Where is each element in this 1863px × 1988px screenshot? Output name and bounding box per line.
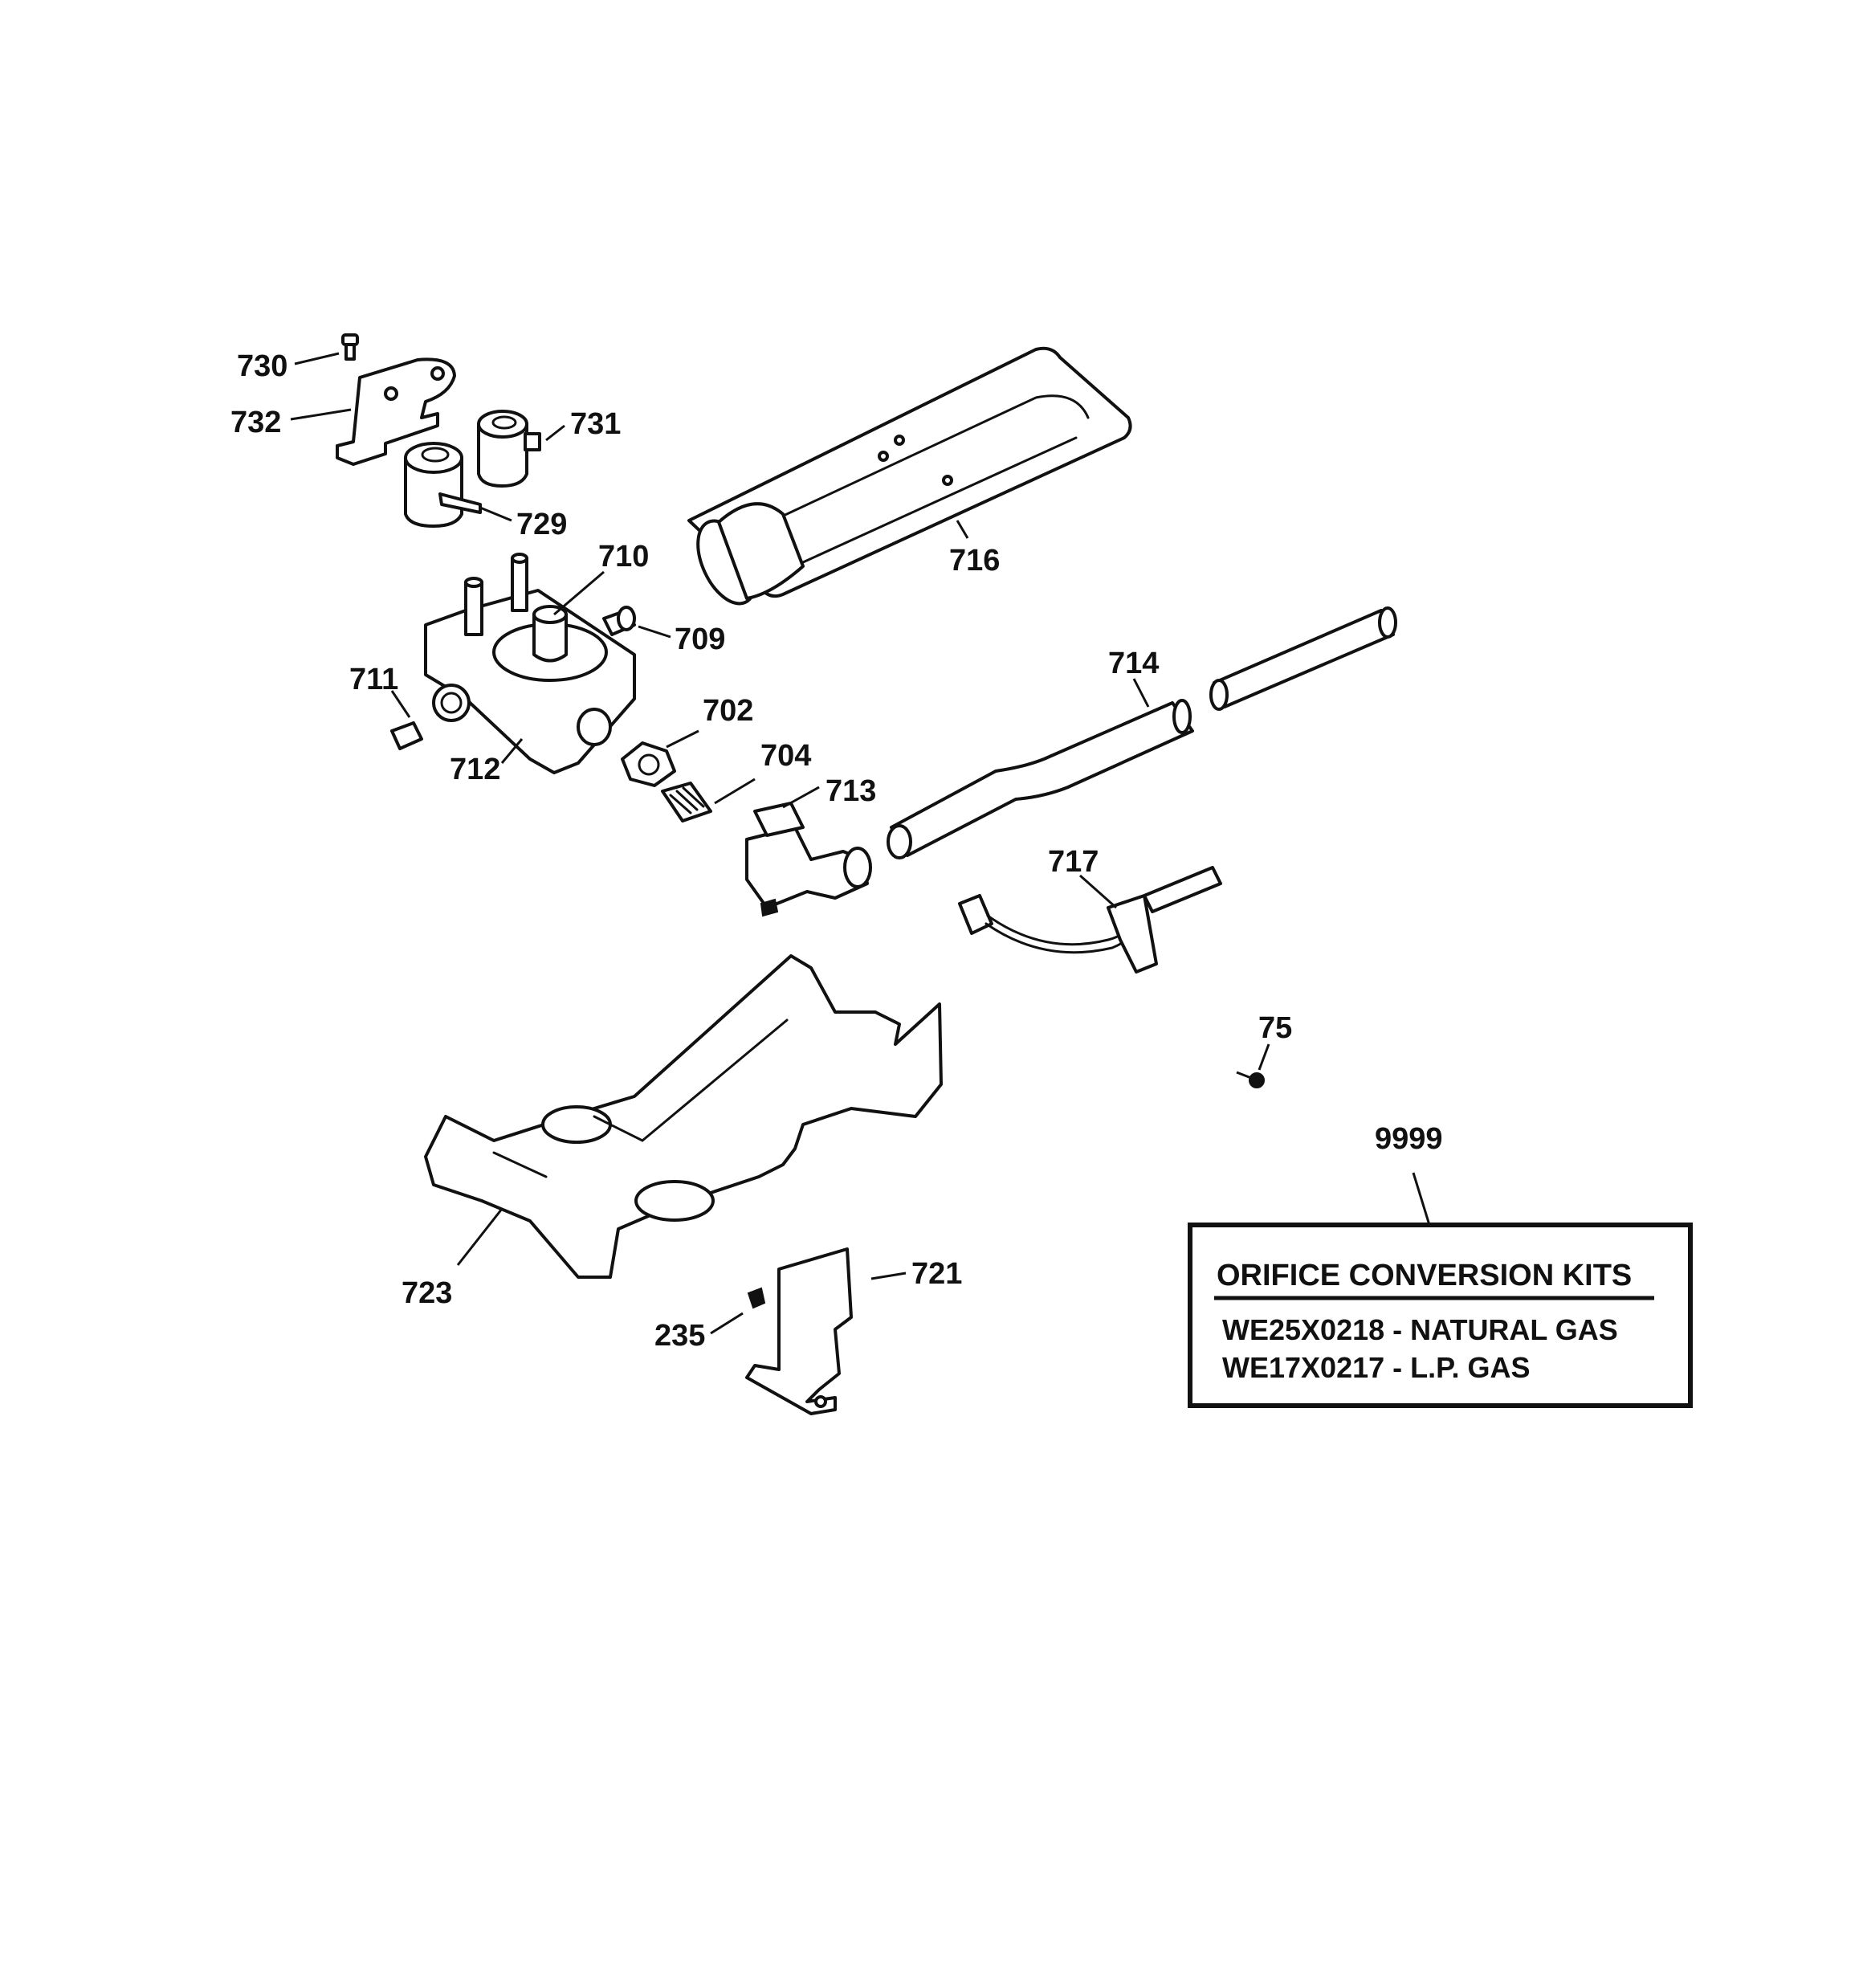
part-714-gas-pipe (887, 606, 1397, 859)
part-730-screw (294, 333, 359, 365)
label-75: 75 (1258, 1011, 1292, 1045)
part-732-bracket (290, 357, 456, 466)
part-729-coil (404, 442, 512, 528)
part-235-screw (710, 1287, 766, 1335)
part-711-plug (390, 690, 423, 750)
label-704: 704 (760, 739, 811, 773)
part-709-orifice (602, 606, 671, 639)
label-709: 709 (675, 623, 725, 656)
part-731-coil (477, 410, 565, 488)
kit-lp-gas: WE17X0217 - L.P. GAS (1222, 1351, 1531, 1384)
part-704-fitting (661, 778, 756, 823)
part-labels: 730 732 731 729 710 709 716 711 712 702 … (230, 349, 1443, 1353)
label-712: 712 (450, 753, 500, 786)
kit-natural-gas: WE25X0218 - NATURAL GAS (1222, 1313, 1618, 1346)
label-235: 235 (654, 1319, 705, 1353)
label-721: 721 (911, 1257, 962, 1291)
part-713-shutoff-valve (745, 786, 872, 917)
kit-box-title: ORIFICE CONVERSION KITS (1217, 1259, 1632, 1292)
label-732: 732 (230, 406, 281, 439)
label-717: 717 (1048, 845, 1099, 879)
label-9999: 9999 (1375, 1122, 1443, 1156)
part-723-base-plate (424, 954, 943, 1279)
part-712-valve-body (432, 684, 612, 764)
label-729: 729 (516, 508, 567, 541)
part-702-nut (621, 729, 699, 787)
label-702: 702 (703, 694, 753, 728)
part-721-bracket (745, 1247, 907, 1415)
label-711: 711 (349, 663, 398, 696)
label-723: 723 (402, 1276, 452, 1310)
label-730: 730 (237, 349, 287, 383)
part-75-screw (1236, 1043, 1270, 1088)
label-716: 716 (949, 544, 1000, 578)
part-9999-leader (1412, 1172, 1431, 1226)
label-713: 713 (826, 774, 876, 808)
label-710: 710 (598, 540, 649, 574)
label-714: 714 (1108, 647, 1159, 680)
part-716-burner (687, 346, 1132, 606)
orifice-conversion-kits-box: ORIFICE CONVERSION KITS WE25X0218 - NATU… (1188, 1223, 1693, 1408)
part-717-igniter (958, 866, 1222, 974)
label-731: 731 (570, 407, 621, 441)
